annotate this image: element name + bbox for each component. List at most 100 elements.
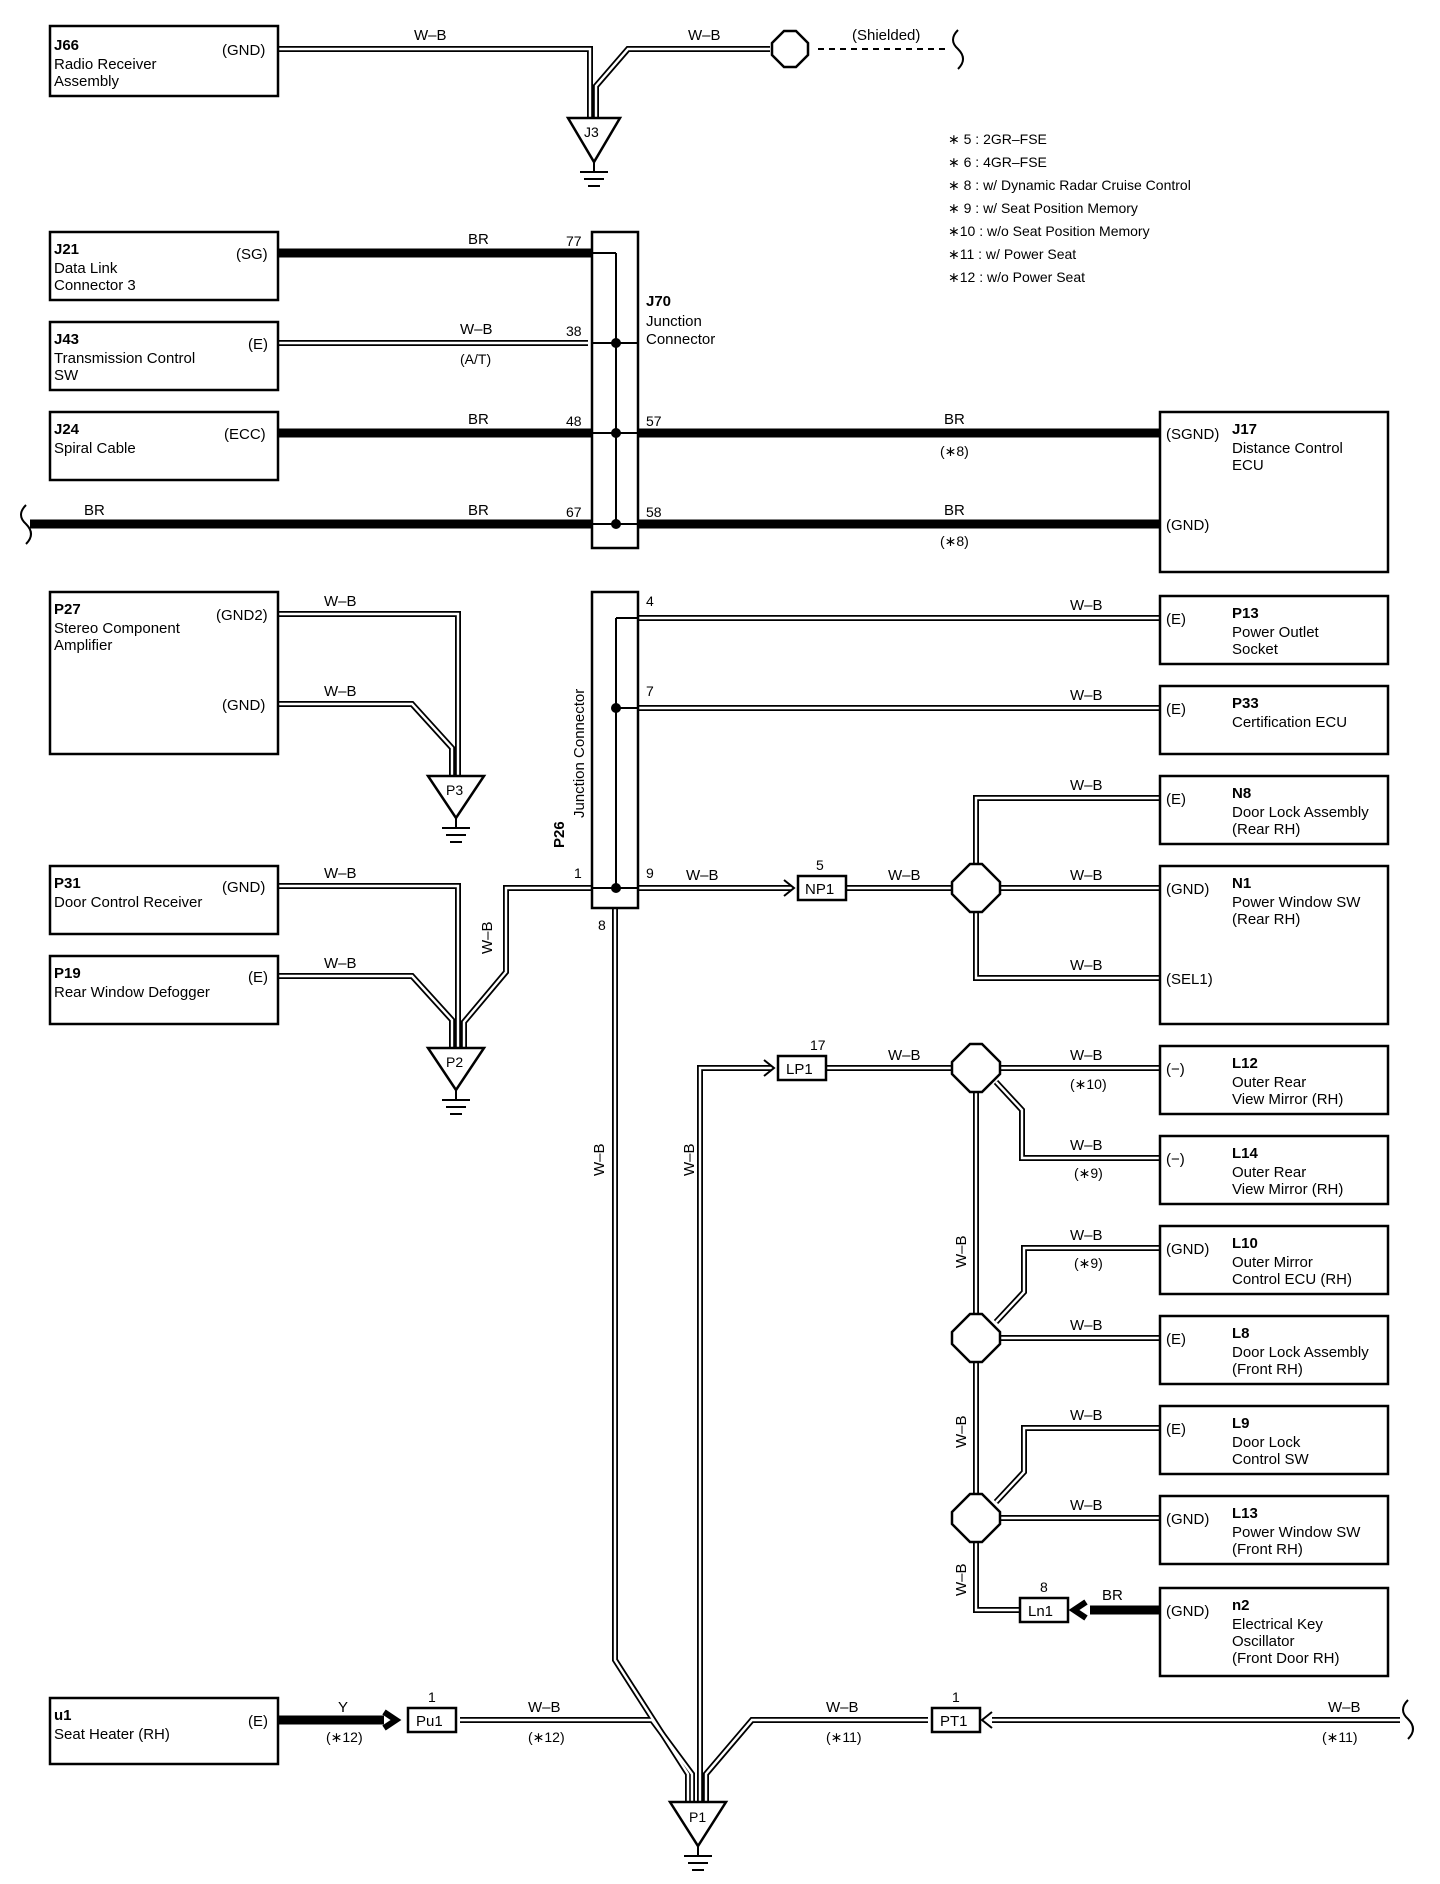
wire-color-label: W–B — [324, 865, 357, 882]
wire-color-label: W–B — [460, 321, 493, 338]
connector-pu1: Pu1 1 — [382, 1689, 458, 1734]
wire-color-label: BR — [944, 502, 965, 519]
j70-pin-48: 48 — [566, 413, 582, 429]
component-l9: (E) L9 Door Lock Control SW — [1158, 1404, 1390, 1476]
pin-label: (E) — [248, 336, 268, 353]
component-code: N8 — [1232, 785, 1251, 802]
j70-splice — [611, 338, 621, 348]
component-u1: u1 Seat Heater (RH) (E) — [48, 1696, 280, 1766]
legend-item: ∗12 : w/o Power Seat — [948, 269, 1085, 285]
component-name: Distance Control — [1232, 440, 1343, 457]
legend-item: ∗ 6 : 4GR–FSE — [948, 154, 1047, 170]
legend-item: ∗ 8 : w/ Dynamic Radar Cruise Control — [948, 177, 1191, 193]
component-n8: (E) N8 Door Lock Assembly (Rear RH) — [1158, 774, 1390, 846]
wire-color-label: W–B — [1070, 777, 1103, 794]
wire-ja-n8 — [973, 795, 1162, 870]
inline-connectors: NP1 5 LP1 17 Ln1 8 Pu1 1 PT1 1 — [382, 857, 1088, 1734]
component-code: L13 — [1232, 1505, 1258, 1522]
wire-jd-ln1 — [973, 1540, 1020, 1613]
wire-color-label: W–B — [888, 1047, 921, 1064]
splice-junctions — [770, 29, 1002, 1544]
p26-splice — [611, 703, 621, 713]
component-name: Rear Window Defogger — [54, 984, 210, 1001]
wire-pu1-p1 — [460, 1717, 695, 1802]
j70-splice — [611, 428, 621, 438]
j70-name: Junction — [646, 313, 702, 330]
pin-label: (GND) — [1166, 881, 1209, 898]
wire-color-label: W–B — [688, 27, 721, 44]
pin-label: (E) — [1166, 1331, 1186, 1348]
p26-splice — [611, 883, 621, 893]
wires — [20, 29, 1414, 1802]
wire-color-label: BR — [468, 502, 489, 519]
wire-color-label: W–B — [1070, 1137, 1103, 1154]
wire-color-label: W–B — [888, 867, 921, 884]
p26-name: Junction Connector — [571, 689, 588, 818]
component-name: Spiral Cable — [54, 440, 136, 457]
component-name: Door Lock — [1232, 1434, 1301, 1451]
legend: ∗ 5 : 2GR–FSE ∗ 6 : 4GR–FSE ∗ 8 : w/ Dyn… — [948, 131, 1191, 285]
component-name: Assembly — [54, 73, 120, 90]
wire-color-label: W–B — [953, 1235, 970, 1268]
wire-color-label: W–B — [479, 921, 496, 954]
component-code: n2 — [1232, 1597, 1250, 1614]
pin-label: (E) — [1166, 791, 1186, 808]
ground-label: P2 — [446, 1054, 463, 1070]
wire-ja-n1sel — [973, 906, 1162, 981]
wire-color-label: W–B — [826, 1699, 859, 1716]
wire-color-label: W–B — [324, 955, 357, 972]
component-code: u1 — [54, 1707, 72, 1724]
j70-pin-57: 57 — [646, 413, 662, 429]
p26-pin-7: 7 — [646, 683, 654, 699]
component-code: J43 — [54, 331, 79, 348]
wire-shield-to-j3 — [593, 46, 770, 118]
wire-color-label: W–B — [324, 683, 357, 700]
wire-pt1-p1 — [703, 1717, 928, 1802]
component-code: L14 — [1232, 1145, 1259, 1162]
wire-p27-gnd — [278, 701, 455, 776]
component-name: (Rear RH) — [1232, 821, 1300, 838]
component-code: J17 — [1232, 421, 1257, 438]
wire-color-label: W–B — [414, 27, 447, 44]
component-name: SW — [54, 367, 79, 384]
component-l10: (GND) L10 Outer Mirror Control ECU (RH) — [1158, 1224, 1390, 1296]
legend-item: ∗ 9 : w/ Seat Position Memory — [948, 200, 1138, 216]
component-code: P19 — [54, 965, 81, 982]
pin-label: (GND) — [222, 697, 265, 714]
pin-label: (ECC) — [224, 426, 266, 443]
component-name: Connector 3 — [54, 277, 136, 294]
component-name: Outer Rear — [1232, 1074, 1306, 1091]
pin-label: (E) — [248, 1713, 268, 1730]
pin-label: (SG) — [236, 246, 268, 263]
component-p31: P31 Door Control Receiver (GND) — [48, 864, 280, 936]
condition-note: (∗9) — [1074, 1165, 1103, 1181]
component-name: Door Control Receiver — [54, 894, 202, 911]
component-code: J21 — [54, 241, 79, 258]
wire-labels: W–B W–B (Shielded) BR W–B (A/T) BR BR (∗… — [84, 27, 1361, 1745]
wire-lp1-p1 — [697, 1065, 772, 1802]
wire-color-label: W–B — [1070, 867, 1103, 884]
j70-name: Connector — [646, 331, 715, 348]
connector-code: NP1 — [805, 881, 834, 898]
p26-junction-connector: 4 7 1 9 8 P26 Junction Connector — [551, 590, 654, 933]
pin-label: (−) — [1166, 1151, 1185, 1168]
component-name: Certification ECU — [1232, 714, 1347, 731]
component-code: L8 — [1232, 1325, 1250, 1342]
j70-splice — [611, 519, 621, 529]
right-break — [1402, 1699, 1414, 1740]
component-j24: J24 Spiral Cable (ECC) — [48, 410, 280, 482]
p26-code: P26 — [551, 821, 568, 848]
connector-pin: 8 — [1040, 1579, 1048, 1595]
component-p13: (E) P13 Power Outlet Socket — [1158, 594, 1390, 666]
component-j43: J43 Transmission Control SW (E) — [48, 320, 280, 392]
component-name: Power Window SW — [1232, 1524, 1361, 1541]
wire-color-label: W–B — [1070, 1497, 1103, 1514]
component-name: Control ECU (RH) — [1232, 1271, 1352, 1288]
wire-color-label: W–B — [528, 1699, 561, 1716]
shield-junction — [770, 29, 810, 69]
j70-pin-67: 67 — [566, 504, 582, 520]
connector-pin: 1 — [952, 1689, 960, 1705]
thick-wires — [30, 248, 1160, 1725]
connector-pin: 17 — [810, 1037, 826, 1053]
condition-note: (∗8) — [940, 533, 969, 549]
